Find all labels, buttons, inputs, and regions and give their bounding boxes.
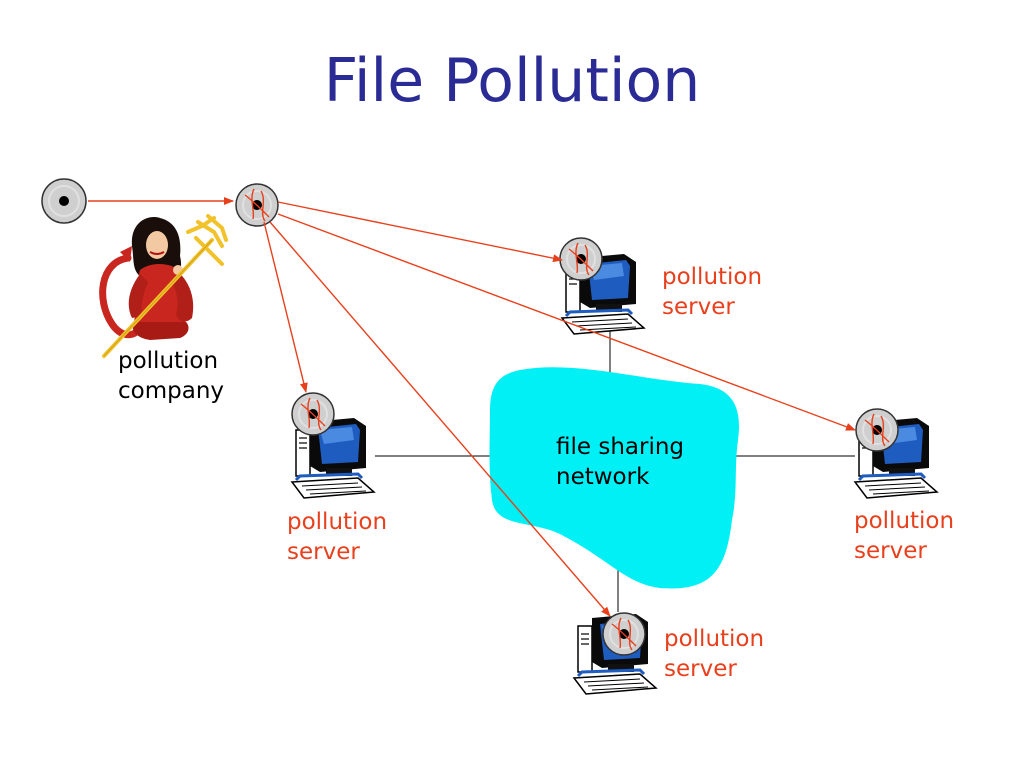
corrupted-cd-icon <box>855 408 899 452</box>
corrupted-cd-icon <box>235 183 279 227</box>
network-label: file sharing network <box>556 434 685 490</box>
slide-title: File Pollution <box>323 46 701 116</box>
corrupted-cd-icon <box>291 392 335 436</box>
server-bottom-label: pollution server <box>664 626 765 682</box>
file-sharing-cloud <box>489 367 740 589</box>
pitchfork-icon <box>102 214 228 358</box>
corrupted-cd-icon <box>559 237 603 281</box>
server-top-label: pollution server <box>662 264 763 320</box>
corrupted-cd-icon <box>602 612 646 656</box>
devil-woman-icon <box>99 217 194 340</box>
cd-disc-icon <box>41 178 87 224</box>
server-right-label: pollution server <box>854 508 955 564</box>
server-left-label: pollution server <box>287 509 388 565</box>
pollution-arrows <box>88 197 856 617</box>
pollution-company-label: pollution company <box>118 348 225 404</box>
